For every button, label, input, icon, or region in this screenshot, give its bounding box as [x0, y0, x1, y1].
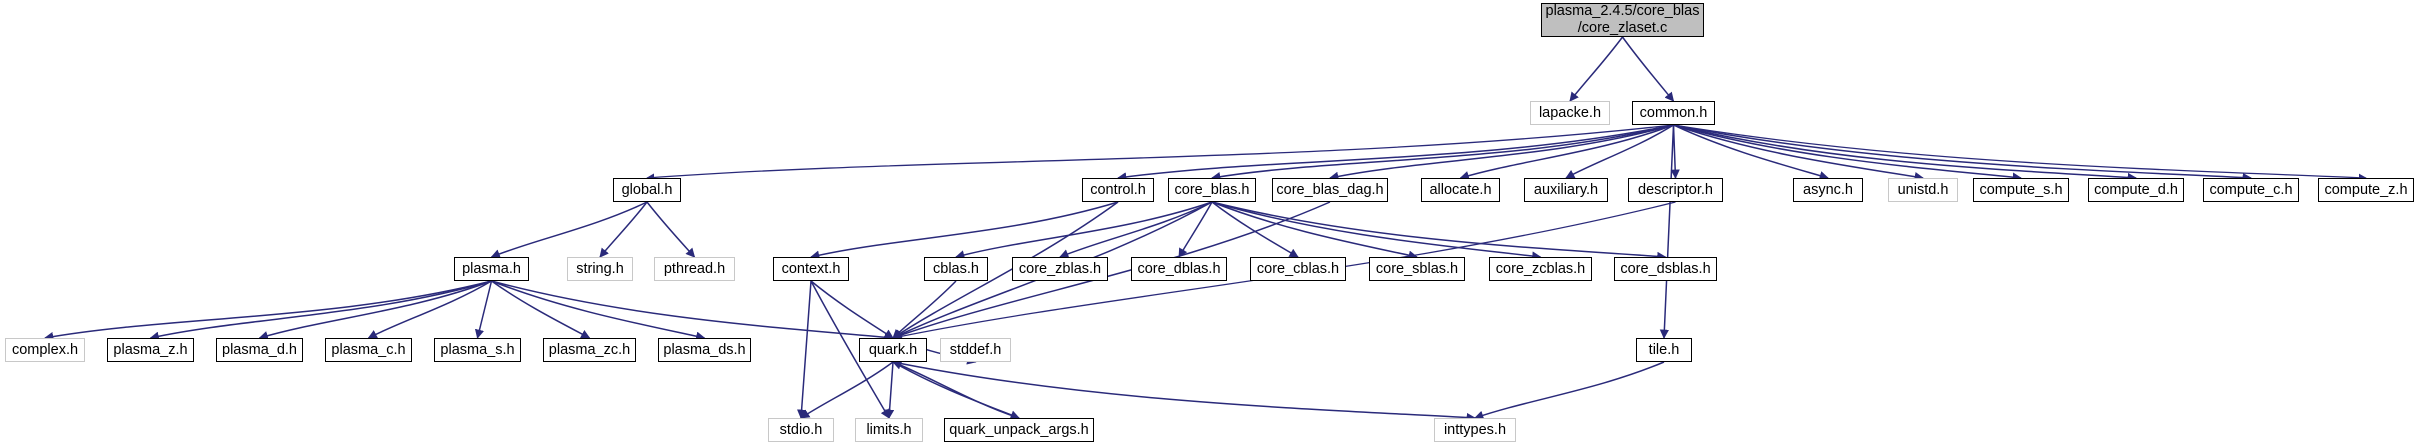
graph-edge-common-to-unistd: [1673, 124, 1924, 182]
graph-node-quark_unpack_args[interactable]: quark_unpack_args.h: [944, 418, 1094, 442]
graph-edge-plasma-to-quark: [491, 280, 894, 342]
graph-node-root[interactable]: plasma_2.4.5/core_blas /core_zlaset.c: [1541, 3, 1704, 37]
graph-edge-common-to-compute_c: [1673, 124, 2252, 183]
graph-node-plasma_zc[interactable]: plasma_zc.h: [543, 338, 636, 362]
graph-edge-common-to-async: [1673, 124, 1829, 181]
graph-node-stddef[interactable]: stddef.h: [940, 338, 1011, 362]
graph-edge-root-to-common: [1621, 36, 1675, 102]
graph-edge-root-to-lapacke: [1569, 36, 1624, 102]
graph-node-context[interactable]: context.h: [773, 257, 849, 281]
graph-node-auxiliary[interactable]: auxiliary.h: [1524, 178, 1608, 202]
graph-edge-control-to-quark: [892, 201, 1119, 339]
graph-node-plasma_c[interactable]: plasma_c.h: [325, 338, 412, 362]
graph-node-unistd[interactable]: unistd.h: [1888, 178, 1958, 202]
graph-edge-core_blas-to-core_cblas: [1211, 201, 1299, 258]
graph-edge-core_blas-to-core_zcblas: [1211, 201, 1542, 261]
graph-node-limits[interactable]: limits.h: [855, 418, 923, 442]
graph-edge-common-to-control: [1117, 124, 1674, 182]
graph-node-plasma_z[interactable]: plasma_z.h: [107, 338, 194, 362]
graph-edge-common-to-global: [646, 124, 1674, 182]
graph-edge-control-to-context: [810, 201, 1119, 260]
graph-node-core_sblas[interactable]: core_sblas.h: [1369, 257, 1465, 281]
graph-edge-quark-to-inttypes: [892, 361, 1476, 423]
graph-edge-common-to-core_blas_dag: [1329, 124, 1674, 181]
graph-node-core_zblas[interactable]: core_zblas.h: [1012, 257, 1108, 281]
graph-node-descriptor[interactable]: descriptor.h: [1628, 178, 1723, 202]
graph-node-cblas[interactable]: cblas.h: [924, 257, 988, 281]
graph-node-tile[interactable]: tile.h: [1636, 338, 1692, 362]
graph-node-core_zcblas[interactable]: core_zcblas.h: [1489, 257, 1592, 281]
graph-edge-quark-to-limits: [884, 361, 895, 419]
graph-edge-plasma-to-plasma_zc: [491, 280, 591, 339]
graph-node-core_dsblas[interactable]: core_dsblas.h: [1614, 257, 1717, 281]
graph-edge-quark-to-stdio: [800, 361, 894, 419]
graph-node-core_cblas[interactable]: core_cblas.h: [1250, 257, 1346, 281]
graph-node-compute_d[interactable]: compute_d.h: [2088, 178, 2184, 202]
graph-node-core_dblas[interactable]: core_dblas.h: [1131, 257, 1227, 281]
graph-node-complex[interactable]: complex.h: [5, 338, 85, 362]
graph-node-core_blas_dag[interactable]: core_blas_dag.h: [1272, 178, 1388, 202]
graph-node-pthread[interactable]: pthread.h: [654, 257, 735, 281]
graph-node-core_blas[interactable]: core_blas.h: [1168, 178, 1256, 202]
graph-edge-global-to-string: [599, 201, 648, 258]
graph-edge-plasma-to-complex: [44, 280, 492, 342]
graph-edge-global-to-plasma: [490, 201, 648, 259]
graph-edge-core_blas-to-core_zblas: [1059, 201, 1213, 259]
graph-node-compute_c[interactable]: compute_c.h: [2203, 178, 2299, 202]
graph-edge-core_blas-to-core_sblas: [1211, 201, 1418, 260]
graph-edge-core_blas-to-core_dsblas: [1211, 201, 1667, 262]
graph-node-global[interactable]: global.h: [613, 178, 681, 202]
graph-edge-core_blas-to-core_dblas: [1178, 201, 1213, 258]
graph-edge-common-to-allocate: [1459, 124, 1674, 181]
graph-node-allocate[interactable]: allocate.h: [1421, 178, 1500, 202]
graph-node-async[interactable]: async.h: [1793, 178, 1863, 202]
graph-edge-common-to-tile: [1659, 124, 1675, 339]
graph-node-compute_z[interactable]: compute_z.h: [2318, 178, 2414, 202]
graph-edge-common-to-core_blas: [1211, 124, 1674, 182]
graph-node-stdio[interactable]: stdio.h: [768, 418, 834, 442]
graph-node-plasma_ds[interactable]: plasma_ds.h: [658, 338, 751, 362]
graph-edge-plasma-to-plasma_d: [258, 280, 492, 341]
graph-node-plasma[interactable]: plasma.h: [454, 257, 529, 281]
graph-node-lapacke[interactable]: lapacke.h: [1530, 101, 1610, 125]
graph-edge-plasma-to-plasma_c: [367, 280, 492, 339]
graph-node-plasma_s[interactable]: plasma_s.h: [434, 338, 521, 362]
graph-node-inttypes[interactable]: inttypes.h: [1434, 418, 1516, 442]
graph-edge-core_blas-to-cblas: [955, 201, 1213, 260]
graph-node-string[interactable]: string.h: [567, 257, 633, 281]
graph-edge-plasma-to-plasma_s: [474, 280, 493, 339]
graph-edge-cblas-to-quark: [892, 280, 957, 339]
graph-edge-tile-to-inttypes: [1474, 361, 1665, 420]
graph-node-compute_s[interactable]: compute_s.h: [1973, 178, 2069, 202]
graph-edge-context-to-quark: [810, 280, 894, 339]
graph-node-plasma_d[interactable]: plasma_d.h: [216, 338, 303, 362]
graph-edge-plasma-to-plasma_ds: [491, 280, 706, 341]
graph-node-control[interactable]: control.h: [1082, 178, 1154, 202]
graph-node-common[interactable]: common.h: [1632, 101, 1715, 125]
graph-edge-common-to-compute_z: [1673, 124, 2367, 182]
graph-edge-global-to-pthread: [646, 201, 696, 258]
graph-edge-common-to-compute_s: [1673, 124, 2022, 182]
graph-edge-context-to-limits: [810, 280, 890, 419]
graph-edge-context-to-stdio: [796, 280, 812, 419]
graph-edge-quark_unpack_args-to-quark: [892, 360, 1020, 419]
graph-edge-common-to-compute_d: [1673, 124, 2137, 183]
graph-edge-plasma-to-plasma_z: [149, 280, 492, 341]
graph-node-quark[interactable]: quark.h: [859, 338, 927, 362]
graph-edge-common-to-auxiliary: [1565, 124, 1674, 179]
